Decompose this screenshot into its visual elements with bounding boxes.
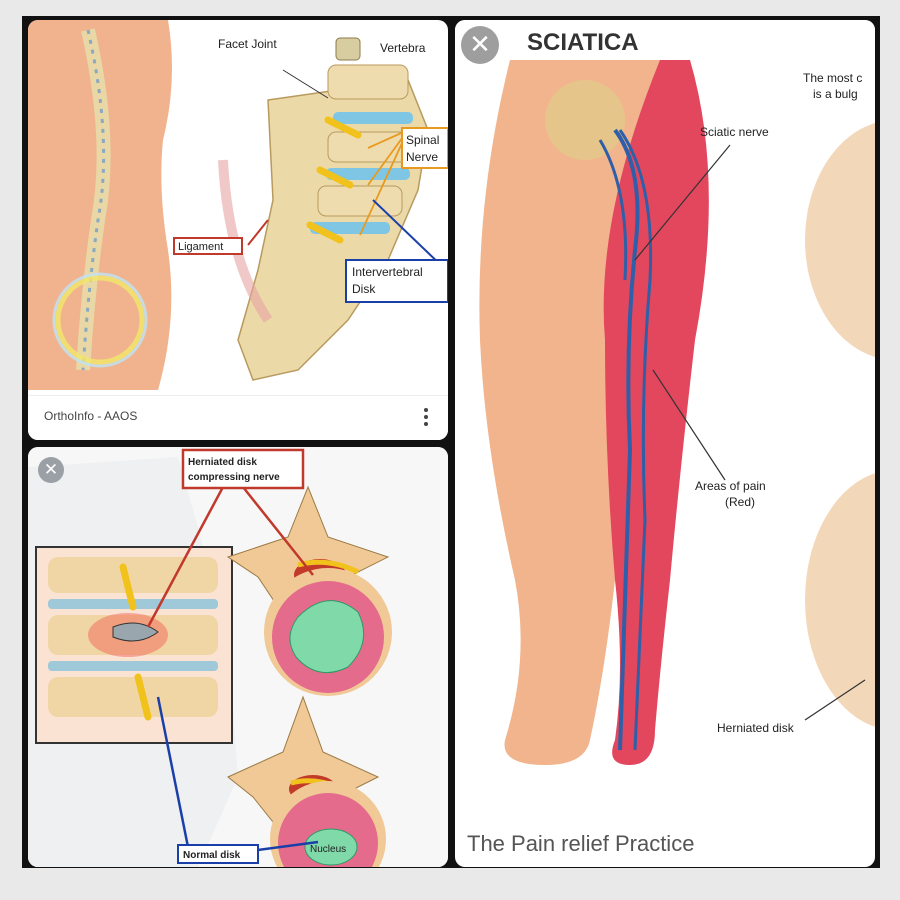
- label-herniated-2: compressing nerve: [188, 472, 280, 483]
- label-ligament: Ligament: [178, 241, 223, 253]
- spine-anatomy-illustration: Facet Joint Vertebra Spinal Nerve Ligame…: [28, 20, 448, 390]
- label-herniated-disk: Herniated disk: [717, 721, 795, 735]
- label-corner-1: The most c: [803, 71, 862, 85]
- label-vertebra: Vertebra: [380, 41, 426, 55]
- label-normal-disk: Normal disk: [183, 850, 241, 861]
- image-caption[interactable]: The Pain relief Practice: [467, 831, 695, 856]
- label-corner-2: is a bulg: [813, 87, 858, 101]
- label-areas-1: Areas of pain: [695, 479, 766, 493]
- herniated-disk-card[interactable]: Herniated disk compressing nerve Normal …: [28, 447, 448, 867]
- label-areas-2: (Red): [725, 495, 755, 509]
- sciatica-illustration: SCIATICA The most c is a bulg Sciatic ne…: [455, 20, 875, 810]
- spine-anatomy-card[interactable]: Facet Joint Vertebra Spinal Nerve Ligame…: [28, 20, 448, 440]
- more-options-icon[interactable]: [422, 405, 430, 429]
- label-disk-1: Intervertebral: [352, 265, 423, 279]
- label-herniated-1: Herniated disk: [188, 457, 257, 468]
- label-spinal-nerve-1: Spinal: [406, 133, 439, 147]
- label-disk-2: Disk: [352, 282, 376, 296]
- label-sciatic-nerve: Sciatic nerve: [700, 125, 769, 139]
- source-label[interactable]: OrthoInfo - AAOS: [44, 409, 138, 423]
- label-spinal-nerve-2: Nerve: [406, 150, 438, 164]
- close-icon[interactable]: ✕: [461, 26, 499, 64]
- label-facet-joint: Facet Joint: [218, 37, 277, 51]
- card-footer: OrthoInfo - AAOS: [28, 395, 448, 440]
- herniated-disk-illustration: Herniated disk compressing nerve Normal …: [28, 447, 448, 867]
- label-nucleus: Nucleus: [310, 844, 346, 855]
- sciatica-title: SCIATICA: [527, 29, 639, 56]
- close-icon[interactable]: ✕: [38, 457, 64, 483]
- sciatica-card[interactable]: SCIATICA The most c is a bulg Sciatic ne…: [455, 20, 875, 867]
